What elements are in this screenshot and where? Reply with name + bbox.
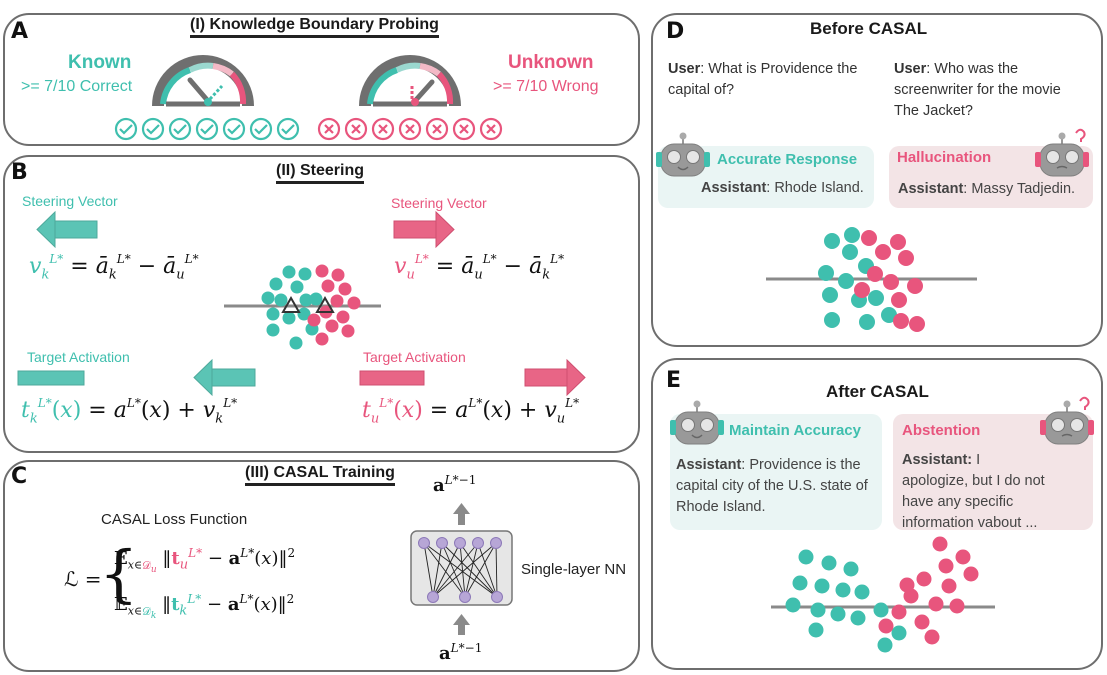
panel-b-letter: B (11, 160, 28, 185)
casal-loss-brace: { (99, 537, 139, 610)
assistant-label: Assistant (898, 181, 964, 197)
up-arrow-top-icon (453, 503, 470, 525)
neural-network-icon (410, 530, 513, 606)
assistant-label: Assistant (701, 180, 767, 196)
assistant-reply: I apologize, but I do not have any speci… (902, 452, 1045, 531)
assistant-reply: : Massy Tadjedin. (963, 181, 1076, 197)
left-target-arrow-icon (193, 358, 256, 397)
known-gauge-icon (152, 55, 254, 107)
abstention-text: Assistant: I apologize, but I do not hav… (902, 450, 1047, 534)
confused-robot-icon (1040, 396, 1094, 445)
target-activation-unknown-equation: tuL*(x) = aL*(x) + vuL* (362, 396, 580, 427)
maintain-accuracy-text: Assistant: Providence is the capital cit… (676, 455, 876, 518)
casal-loss-known-term: 𝔼x∈𝒟k ‖tkL* − aL*(x)‖2 (114, 592, 295, 621)
user-right-label: User (894, 61, 927, 77)
hallucination-text: Assistant: Massy Tadjedin. (898, 179, 1093, 200)
left-target-bar (17, 370, 85, 386)
left-steering-arrow-icon (36, 210, 98, 249)
unknown-gauge-icon (359, 55, 461, 107)
unknown-label: Unknown (508, 52, 594, 73)
panel-a-title: (I) Knowledge Boundary Probing (190, 16, 439, 38)
right-target-arrow-icon (524, 358, 586, 397)
steering-vector-unknown-equation: vuL* = āuL* − ākL* (394, 252, 565, 283)
panel-e-letter: E (666, 368, 682, 393)
panel-e-title: After CASAL (826, 382, 929, 401)
right-target-label: Target Activation (363, 349, 466, 365)
panel-c-letter: C (11, 464, 28, 489)
panel-c-title: (III) CASAL Training (245, 464, 395, 486)
maintain-accuracy-heading: Maintain Accuracy (729, 422, 861, 439)
check-icons (114, 117, 300, 141)
abstention-heading: Abstention (902, 422, 981, 439)
assistant-label: Assistant (676, 457, 742, 473)
nn-input-label: aL*−1 (439, 641, 483, 664)
right-steering-label: Steering Vector (391, 195, 487, 211)
casal-loss-unknown-term: 𝔼x∈𝒟u ‖tuL* − aL*(x)‖2 (114, 546, 296, 575)
target-activation-known-equation: tkL*(x) = aL*(x) + vkL* (21, 396, 238, 427)
nn-output-label: aL*−1 (433, 473, 477, 496)
accurate-response-heading: Accurate Response (717, 151, 858, 168)
robot-icon (670, 400, 724, 445)
panel-c (3, 460, 640, 672)
before-casal-cluster (766, 227, 977, 332)
left-steering-label: Steering Vector (22, 193, 118, 209)
confused-robot-icon (1035, 128, 1089, 177)
steering-vector-known-equation: vkL* = ākL* − āuL* (29, 252, 199, 283)
hallucination-heading: Hallucination (897, 149, 992, 166)
accurate-response-text: Assistant: Rhode Island. (701, 178, 871, 199)
known-threshold: >= 7/10 Correct (21, 78, 133, 95)
known-label: Known (68, 52, 132, 73)
user-right-text: : Who was the screenwriter for the movie… (894, 61, 1061, 119)
user-left-label: User (668, 61, 701, 77)
user-question-right: User: Who was the screenwriter for the m… (894, 59, 1074, 122)
assistant-label: Assistant: (902, 452, 973, 468)
panel-d-letter: D (666, 19, 685, 44)
panel-d-title: Before CASAL (810, 19, 928, 38)
up-arrow-bottom-icon (453, 614, 470, 635)
after-casal-cluster (771, 536, 995, 653)
robot-icon (656, 132, 710, 177)
single-layer-nn-label: Single-layer NN (521, 561, 627, 578)
loss-function-label: CASAL Loss Function (101, 511, 248, 528)
cross-icons (317, 117, 503, 141)
activation-cluster (224, 264, 381, 350)
unknown-threshold: >= 7/10 Wrong (493, 78, 599, 95)
left-target-label: Target Activation (27, 349, 130, 365)
assistant-reply: : Providence is the capital city of the … (676, 457, 868, 515)
panel-a-letter: A (11, 19, 29, 44)
assistant-reply: : Rhode Island. (766, 180, 864, 196)
user-question-left: User: What is Providence the capital of? (668, 59, 858, 101)
casal-loss-lhs: ℒ = (64, 567, 102, 591)
right-target-bar (359, 370, 425, 386)
user-left-text: : What is Providence the capital of? (668, 61, 858, 98)
panel-b-title: (II) Steering (276, 162, 365, 184)
right-steering-arrow-icon (393, 210, 455, 249)
